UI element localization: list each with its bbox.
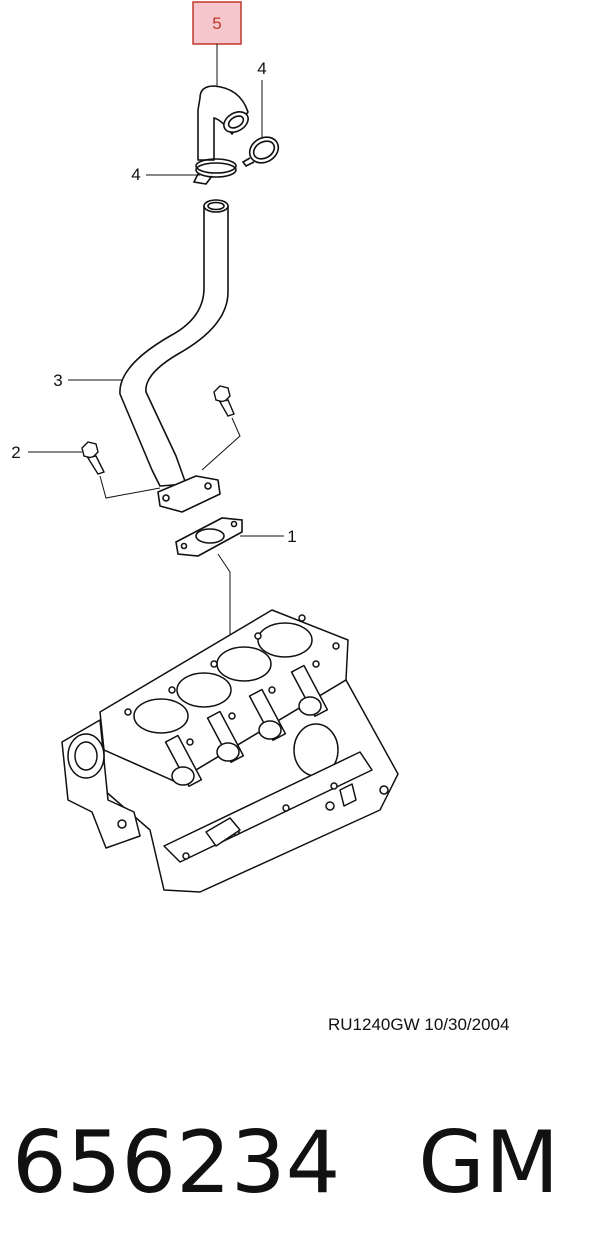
bolt-left[interactable] [81,441,161,499]
callout-1-label: 1 [287,527,296,546]
callout-4-lower-label: 4 [131,165,140,184]
callout-2[interactable]: 2 [11,443,82,462]
callout-4-lower[interactable]: 4 [131,165,200,184]
callout-3-label: 3 [53,371,62,390]
callout-5-highlight-box [192,1,242,45]
water-outlet-pipe[interactable] [119,199,229,513]
callout-1[interactable]: 1 [217,527,297,640]
bolt-right[interactable] [201,385,241,471]
part-number: 656234 [12,1113,341,1213]
gasket-to-block-leader [217,553,231,640]
callout-2-label: 2 [11,443,20,462]
hose-clamp-upper[interactable] [241,132,283,168]
callout-4-upper[interactable]: 4 [257,59,267,138]
gasket-part[interactable] [175,517,243,557]
brand-name: GM [418,1113,560,1213]
elbow-hose-part[interactable] [197,85,252,161]
part-caption: 656234 GM [12,1098,592,1228]
callout-3[interactable]: 3 [53,371,122,390]
callout-4-upper-label: 4 [257,59,266,78]
callout-5-label: 5 [212,14,221,33]
callout-5[interactable]: 5 [192,1,242,88]
hose-clamp-lower[interactable] [192,158,237,185]
drawing-reference-code: RU1240GW 10/30/2004 [328,1015,510,1034]
exploded-parts-diagram: 5 4 4 3 [11,1,399,893]
engine-block [61,609,399,893]
